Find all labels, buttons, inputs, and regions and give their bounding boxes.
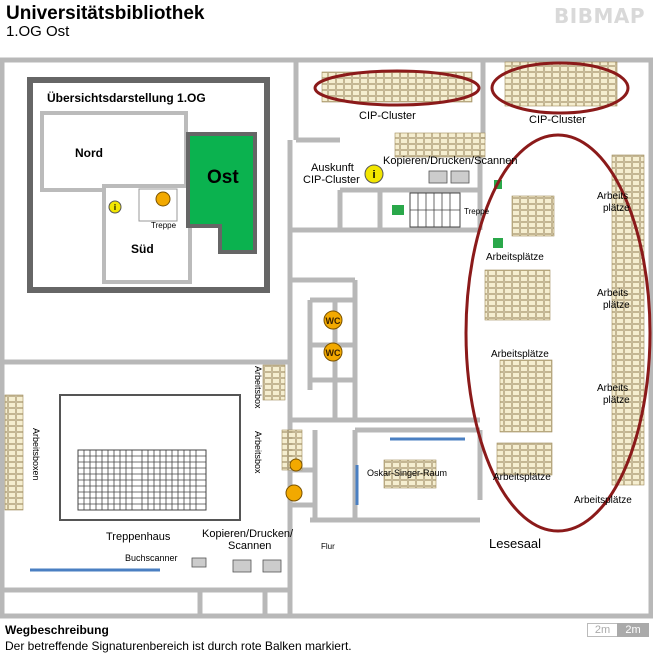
info-icon: i	[364, 164, 384, 184]
label-treppe: Treppe	[464, 207, 490, 216]
label-oskar-singer-raum: Oskar-Singer-Raum	[367, 468, 447, 478]
overview-title: Übersichtsdarstellung 1.OG	[47, 90, 206, 105]
page-title: Universitätsbibliothek	[6, 3, 205, 24]
label-lesesaal: Lesesaal	[489, 536, 541, 551]
label-kopieren-top: Kopieren/Drucken/Scannen	[383, 155, 518, 167]
label-arbeitsplaetze-4: Arbeitsplätze	[574, 495, 632, 506]
label-arbeitsplaetze-7b: plätze	[603, 395, 630, 406]
overview-sued: Süd	[131, 242, 154, 256]
bibmap-logo: BIBMAP	[554, 4, 645, 28]
desks	[4, 61, 645, 511]
stairs-icon	[155, 191, 171, 207]
windows	[30, 437, 465, 572]
wc-icon: WC	[323, 342, 343, 362]
label-cip-cluster-1: CIP-Cluster	[359, 110, 416, 122]
scale-bar-a: 2m	[587, 623, 618, 637]
printer-icon	[191, 170, 470, 573]
svg-text:WC: WC	[326, 348, 341, 358]
label-cip-cluster-2: CIP-Cluster	[529, 114, 586, 126]
label-arbeitsboxen: Arbeitsboxen	[31, 428, 41, 481]
label-arbeitsplaetze-6b: plätze	[603, 300, 630, 311]
overview-treppe: Treppe	[151, 221, 177, 230]
directions-title: Wegbeschreibung	[5, 623, 109, 637]
label-arbeitsplaetze-1: Arbeitsplätze	[486, 252, 544, 263]
label-kopieren-1: Kopieren/Drucken/	[202, 528, 294, 540]
accessible-wc-icon	[289, 458, 303, 472]
label-buchscanner: Buchscanner	[125, 553, 178, 563]
label-flur: Flur	[321, 542, 335, 551]
label-arbeitsbox-2: Arbeitsbox	[253, 431, 263, 474]
overview-ost-highlight	[186, 132, 257, 254]
people-icon	[285, 484, 303, 502]
label-arbeitsbox-1: Arbeitsbox	[253, 366, 263, 409]
floor-name: 1.OG Ost	[6, 23, 70, 40]
label-arbeitsplaetze-2: Arbeitsplätze	[491, 349, 549, 360]
label-arbeitsplaetze-7a: Arbeits	[597, 383, 628, 394]
overview-panel	[27, 77, 270, 293]
label-kopieren-2: Scannen	[228, 540, 271, 552]
svg-text:WC: WC	[326, 316, 341, 326]
label-arbeitsplaetze-5b: plätze	[603, 203, 630, 214]
overview-ost: Ost	[207, 167, 239, 188]
directions-text: Der betreffende Signaturenbereich ist du…	[5, 639, 352, 653]
wc-icon: WC	[323, 310, 343, 330]
label-arbeitsplaetze-3: Arbeitsplätze	[493, 472, 551, 483]
label-auskunft: Auskunft	[311, 162, 354, 174]
floor-map[interactable]: WC WC i i Übersichtsdarstellung 1.OG Nor…	[0, 46, 653, 620]
label-arbeitsplaetze-6a: Arbeits	[597, 288, 628, 299]
label-auskunft-cip: CIP-Cluster	[303, 174, 360, 186]
svg-text:i: i	[372, 169, 375, 181]
label-arbeitsplaetze-5a: Arbeits	[597, 191, 628, 202]
info-icon: i	[108, 200, 122, 214]
svg-text:i: i	[114, 203, 116, 212]
overview-nord: Nord	[75, 146, 103, 160]
label-treppenhaus: Treppenhaus	[106, 531, 171, 543]
treppenhaus	[59, 394, 241, 521]
signature-markers	[313, 61, 652, 533]
scale-bar-b: 2m	[617, 623, 649, 637]
